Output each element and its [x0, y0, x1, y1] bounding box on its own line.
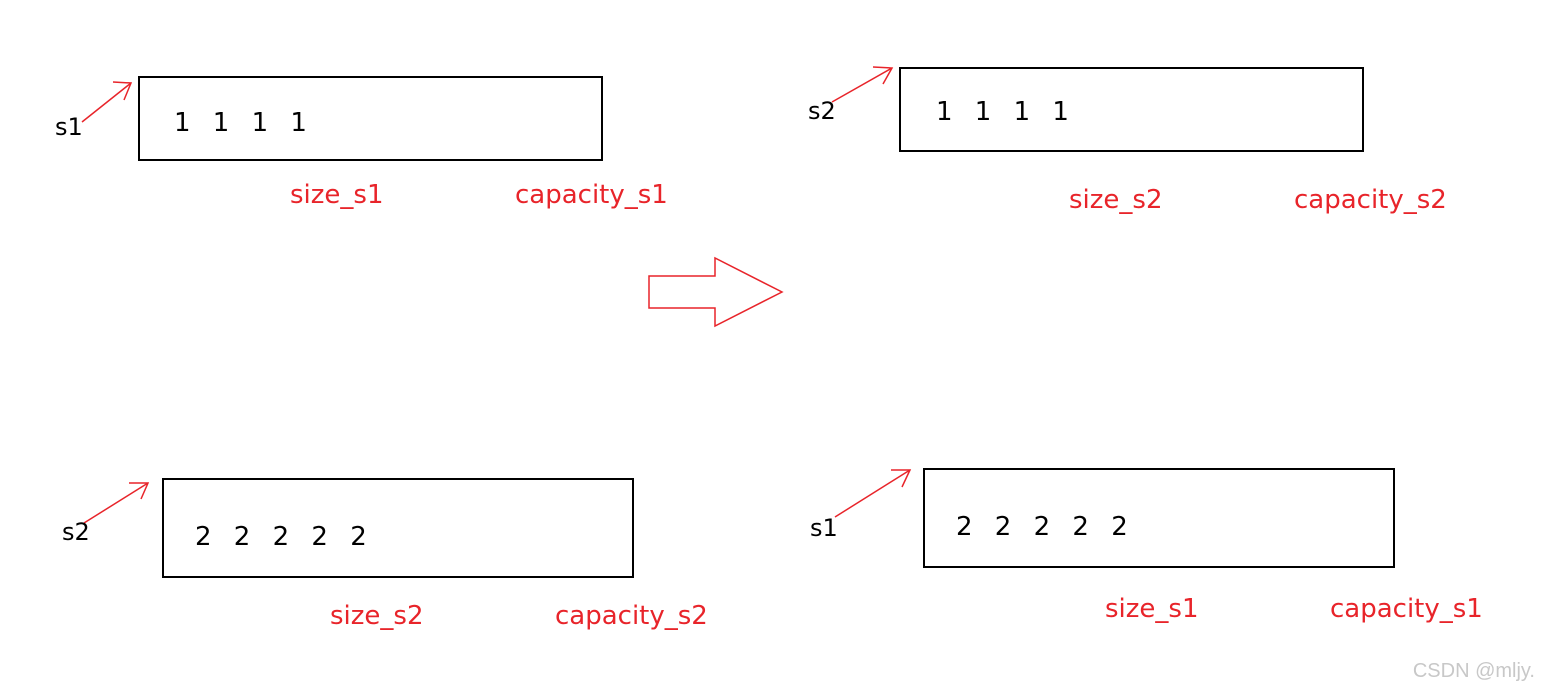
capacity-label: capacity_s1: [515, 180, 668, 210]
buffer-box: [899, 67, 1364, 152]
pointer-arrow-s1-bottom: [834, 469, 912, 518]
capacity-label: capacity_s1: [1330, 594, 1483, 624]
buffer-values: 2 2 2 2 2: [195, 522, 367, 552]
capacity-label: capacity_s2: [555, 601, 708, 631]
size-label: size_s1: [290, 180, 384, 210]
transition-arrow: [648, 256, 784, 328]
pointer-arrow-s2-top: [831, 66, 894, 103]
pointer-label: s2: [808, 97, 836, 125]
size-label: size_s2: [330, 601, 424, 631]
buffer-values: 2 2 2 2 2: [956, 512, 1128, 542]
size-label: size_s2: [1069, 185, 1163, 215]
watermark: CSDN @mljy.: [1412, 660, 1535, 682]
size-label: size_s1: [1105, 594, 1199, 624]
pointer-label: s1: [810, 514, 838, 542]
capacity-label: capacity_s2: [1294, 185, 1447, 215]
buffer-values: 1 1 1 1: [174, 108, 307, 138]
buffer-box: [162, 478, 634, 578]
buffer-values: 1 1 1 1: [936, 97, 1069, 127]
buffer-box: [923, 468, 1395, 568]
pointer-arrow-s1-top: [81, 81, 133, 123]
pointer-arrow-s2-bottom: [83, 482, 150, 524]
buffer-box: [138, 76, 603, 161]
pointer-label: s2: [62, 518, 90, 546]
pointer-label: s1: [55, 113, 83, 141]
